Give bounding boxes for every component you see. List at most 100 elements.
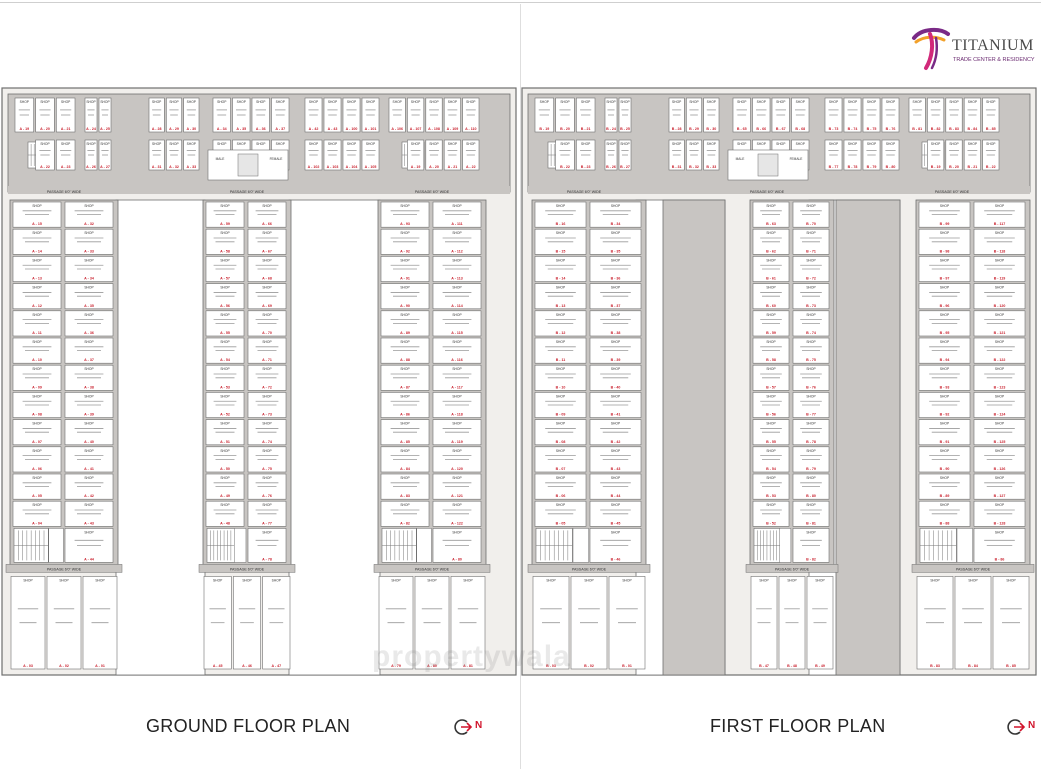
shop-label: A - 41: [84, 467, 94, 471]
shop-title: SHOP: [940, 204, 950, 208]
shop-title: SHOP: [220, 258, 230, 262]
shop-title: SHOP: [806, 503, 816, 507]
shop-title: SHOP: [622, 578, 632, 582]
shop-title: SHOP: [220, 449, 230, 453]
passage-label: PASSAGE 6'0" WIDE: [935, 190, 970, 194]
toilet-label-male: MALE: [736, 157, 745, 161]
shop-label: A - 73: [262, 413, 272, 417]
shop-title: SHOP: [556, 367, 566, 371]
shop-title: SHOP: [32, 422, 42, 426]
shop-label: B - 79: [806, 467, 816, 471]
shop-title: SHOP: [620, 100, 630, 104]
shop-title: SHOP: [995, 313, 1005, 317]
shop-label: B - 38: [611, 331, 621, 335]
shop-title: SHOP: [220, 422, 230, 426]
shop-label: A - 19: [411, 165, 421, 169]
shop-label: B - 40: [611, 385, 621, 389]
shop-title: SHOP: [400, 503, 410, 507]
shop-title: SHOP: [766, 231, 776, 235]
shop-label: B - 71: [806, 249, 816, 253]
shop-label: B - 76: [886, 127, 896, 131]
shop-title: SHOP: [611, 394, 621, 398]
shop-label: A - 80: [452, 557, 462, 561]
shop-label: A - 82: [400, 521, 410, 525]
shop-label: A - 71: [262, 358, 272, 362]
shop-title: SHOP: [940, 258, 950, 262]
shop-title: SHOP: [411, 142, 421, 146]
shop-title: SHOP: [32, 313, 42, 317]
shop-label: B - 31: [672, 165, 682, 169]
shop-title: SHOP: [187, 142, 197, 146]
shop-title: SHOP: [766, 422, 776, 426]
shop-label: B - 15: [556, 249, 566, 253]
shop-label: B - 97: [940, 277, 950, 281]
shop-title: SHOP: [584, 578, 594, 582]
shop-title: SHOP: [787, 578, 797, 582]
passage-label: PASSAGE 6'0" WIDE: [572, 567, 607, 571]
shop-label: B - 78: [806, 440, 816, 444]
shop-label: A - 34: [84, 277, 94, 281]
shop-label: B - 79: [867, 165, 877, 169]
shop-label: A - 01: [95, 664, 105, 668]
shop-label: A - 70: [262, 331, 272, 335]
shop-title: SHOP: [217, 142, 227, 146]
shop-title: SHOP: [766, 286, 776, 290]
shop-title: SHOP: [237, 142, 247, 146]
shop-title: SHOP: [556, 313, 566, 317]
lift-icon: [572, 528, 589, 563]
shop-title: SHOP: [867, 100, 877, 104]
shop-title: SHOP: [940, 394, 950, 398]
passage-label: PASSAGE 6'0" WIDE: [230, 567, 265, 571]
shop-title: SHOP: [100, 142, 110, 146]
shop-title: SHOP: [84, 286, 94, 290]
shop-label: A - 26: [86, 165, 96, 169]
shop-title: SHOP: [995, 503, 1005, 507]
shop-label: A - 19: [20, 127, 30, 131]
shop-label: B - 29: [689, 127, 699, 131]
shop-label: B - 122: [994, 358, 1006, 362]
shop-label: A - 04: [32, 521, 42, 525]
shop-label: B - 77: [829, 165, 839, 169]
shop-unit: [432, 283, 482, 310]
shop-label: B - 62: [766, 249, 776, 253]
shop-title: SHOP: [581, 100, 591, 104]
shop-label: B - 118: [994, 249, 1006, 253]
brand-logo: TITANIUM TRADE CENTER & RESIDENCY: [910, 24, 1040, 74]
shop-label: B - 58: [766, 358, 776, 362]
shop-title: SHOP: [611, 340, 621, 344]
shop-label: A - 113: [451, 277, 462, 281]
shop-label: B - 74: [806, 331, 816, 335]
shop-label: B - 75: [806, 358, 816, 362]
shop-label: A - 72: [262, 385, 272, 389]
shop-label: A - 46: [242, 664, 252, 668]
shop-label: B - 56: [766, 413, 776, 417]
plan-divider: [520, 4, 521, 769]
shop-title: SHOP: [689, 100, 699, 104]
shop-title: SHOP: [400, 286, 410, 290]
shop-title: SHOP: [829, 100, 839, 104]
shop-label: B - 80: [806, 494, 816, 498]
shop-title: SHOP: [393, 100, 403, 104]
shop-title: SHOP: [766, 503, 776, 507]
shop-label: B - 76: [806, 385, 816, 389]
shop-label: B - 37: [611, 304, 621, 308]
shop-title: SHOP: [806, 313, 816, 317]
shop-title: SHOP: [689, 142, 699, 146]
shop-label: B - 89: [940, 494, 950, 498]
shop-label: B - 25: [620, 127, 630, 131]
shop-label: B - 49: [815, 664, 825, 668]
shop-title: SHOP: [995, 530, 1005, 534]
shop-label: A - 21: [61, 127, 71, 131]
shop-label: B - 11: [556, 358, 566, 362]
shop-label: B - 80: [886, 165, 896, 169]
shop-title: SHOP: [940, 422, 950, 426]
passage-strip: [8, 186, 510, 194]
shop-title: SHOP: [448, 142, 458, 146]
shop-label: A - 81: [463, 664, 473, 668]
shop-label: A - 110: [465, 127, 476, 131]
shop-label: B - 127: [994, 494, 1006, 498]
shop-label: B - 42: [611, 440, 621, 444]
shop-title: SHOP: [848, 142, 858, 146]
shop-title: SHOP: [806, 340, 816, 344]
